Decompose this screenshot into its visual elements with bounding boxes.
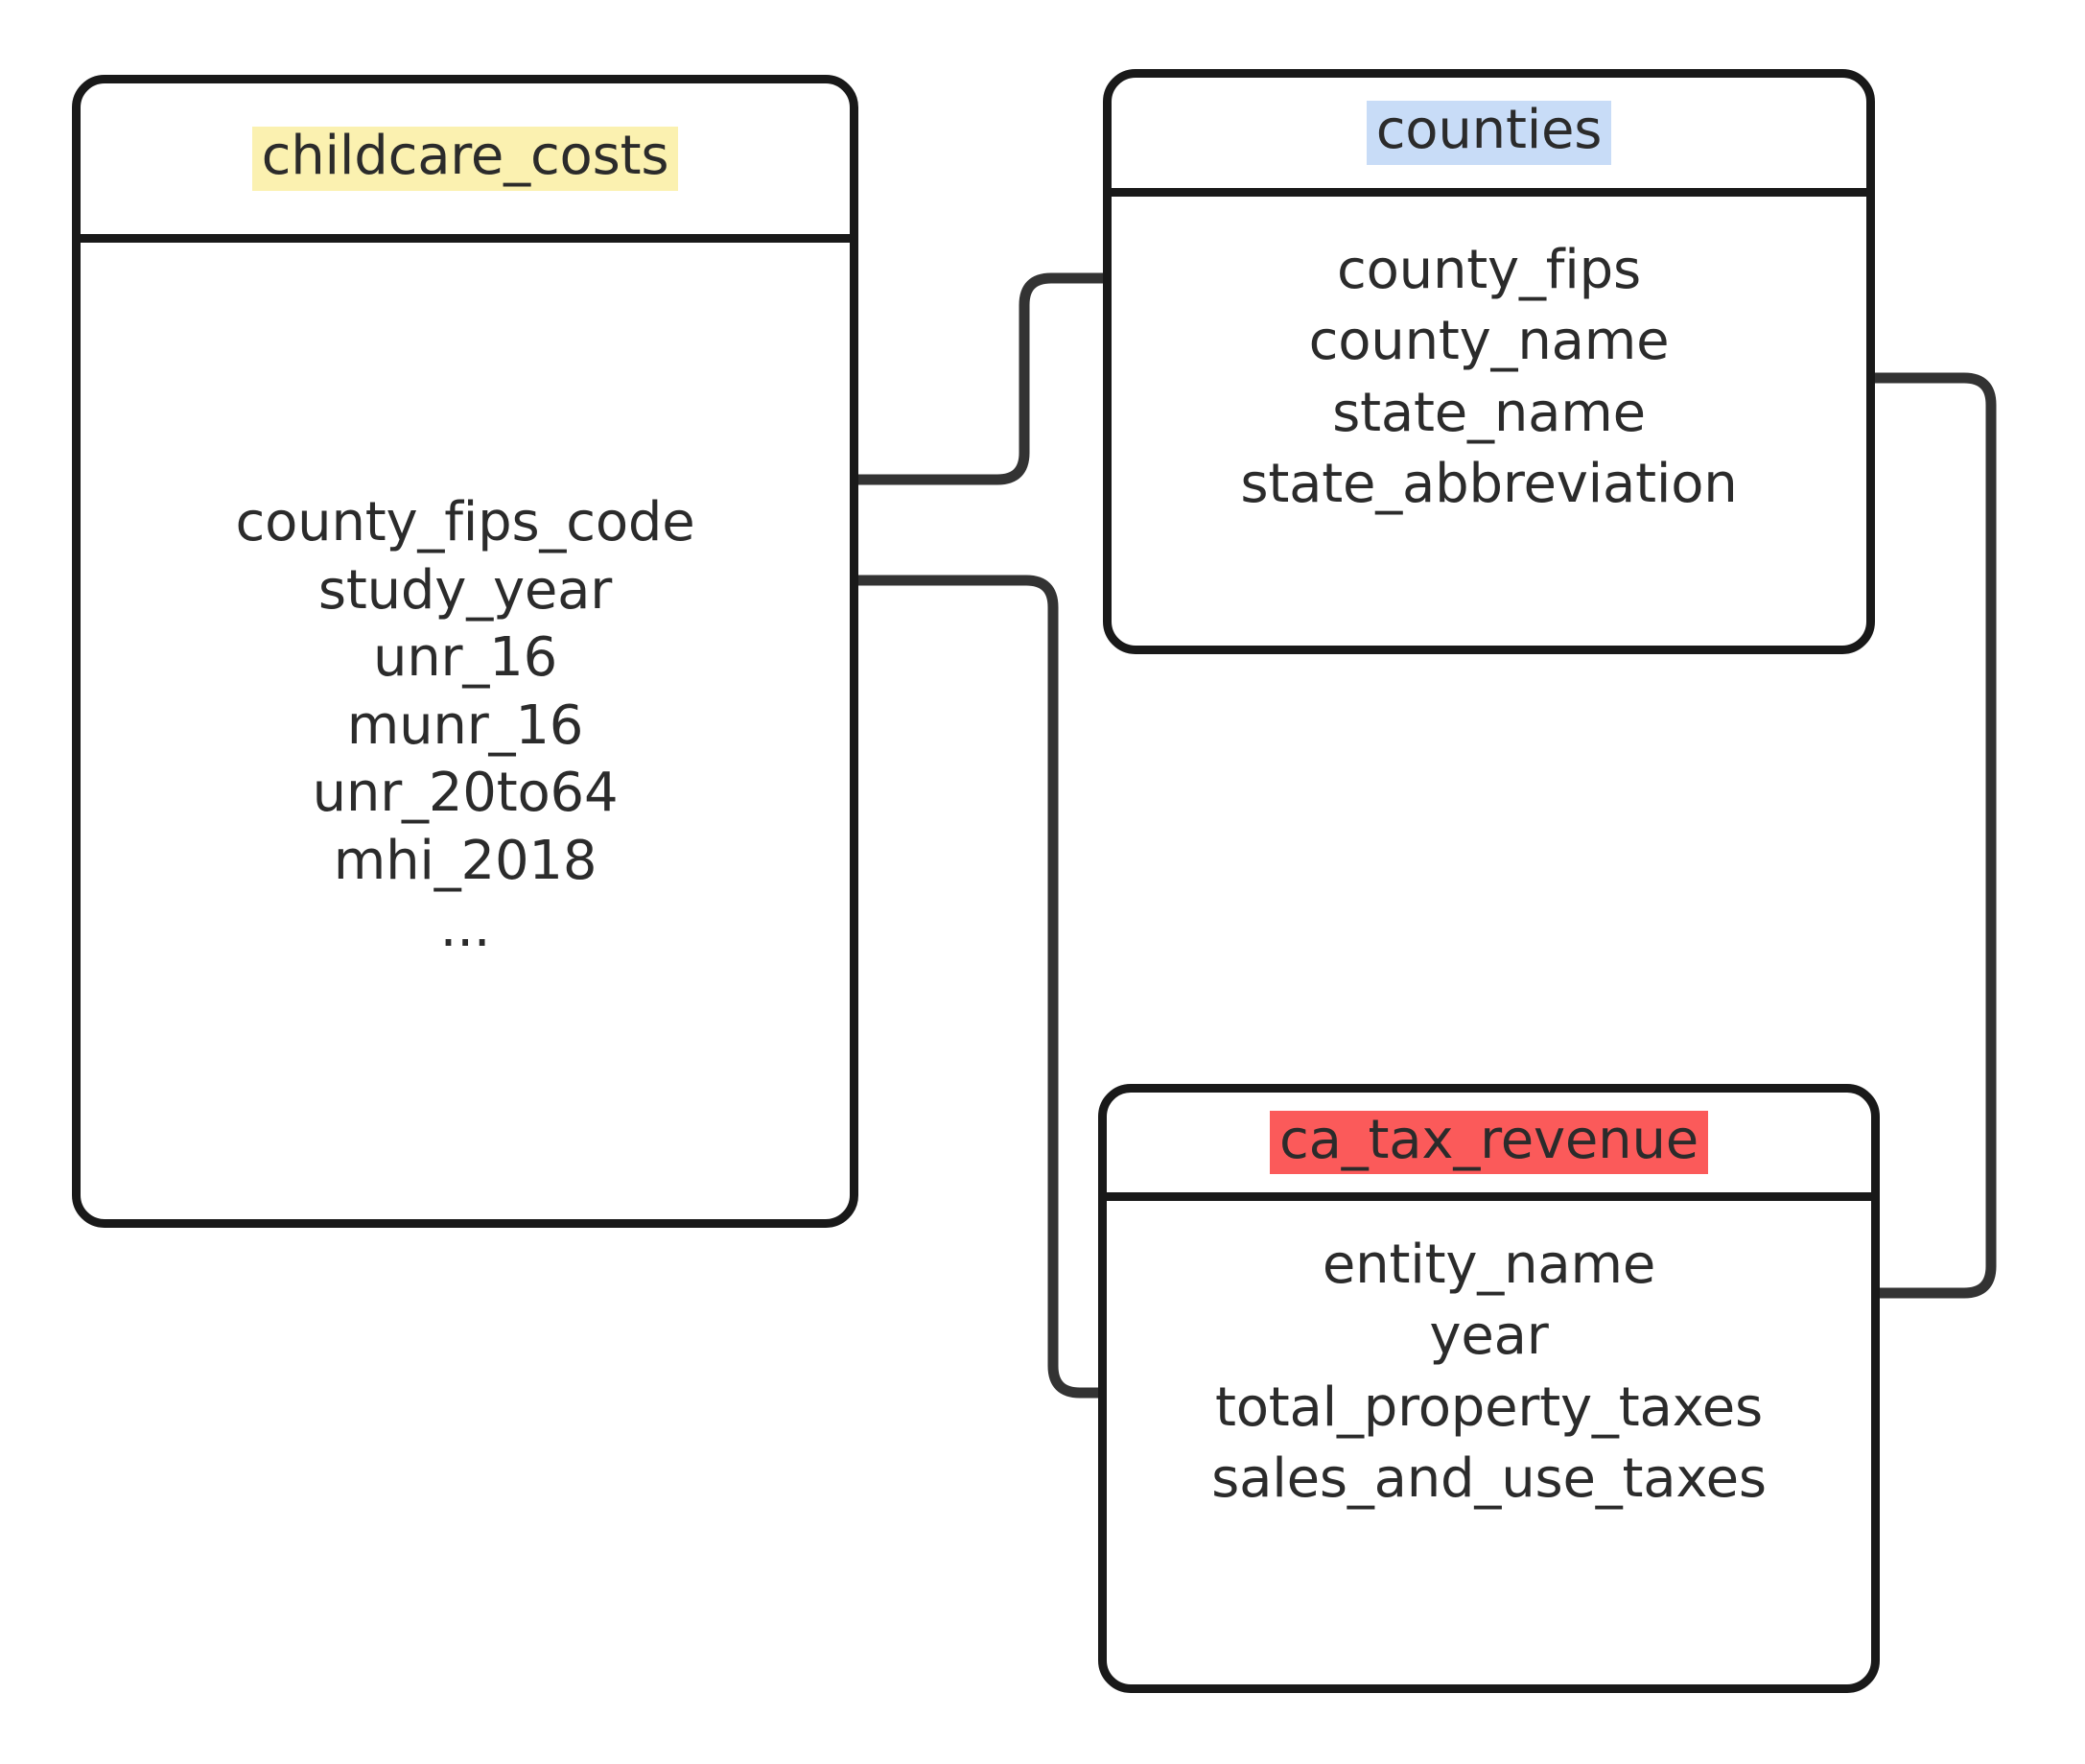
field-county-name[interactable]: county_name [1308, 310, 1670, 373]
field-state-name[interactable]: state_name [1332, 381, 1646, 444]
entity-box-ca-tax-revenue[interactable]: ca_tax_revenue entity_name year total_pr… [1098, 1084, 1880, 1693]
field-county-fips[interactable]: county_fips [1337, 239, 1641, 301]
entity-header-ca-tax-revenue: ca_tax_revenue [1107, 1093, 1871, 1201]
entity-header-childcare-costs: childcare_costs [81, 83, 850, 243]
entity-fields-ca-tax-revenue: entity_name year total_property_taxes sa… [1107, 1201, 1871, 1684]
connector-year-join [662, 575, 1366, 1437]
entity-header-counties: counties [1112, 78, 1866, 197]
field-year[interactable]: year [1429, 1305, 1549, 1368]
entity-fields-childcare-costs: county_fips_code study_year unr_16 munr_… [81, 243, 850, 1219]
field-state-abbreviation[interactable]: state_abbreviation [1240, 453, 1738, 516]
entity-box-counties[interactable]: counties county_fips county_name state_n… [1103, 69, 1875, 654]
entity-title-ca-tax-revenue: ca_tax_revenue [1270, 1110, 1708, 1175]
connector-name-join [1712, 372, 1997, 1337]
field-total-property-taxes[interactable]: total_property_taxes [1214, 1376, 1764, 1439]
field-unr-20to64[interactable]: unr_20to64 [312, 762, 619, 825]
field-munr-16[interactable]: munr_16 [346, 694, 584, 757]
entity-title-counties: counties [1366, 101, 1612, 165]
connector-fips-join [767, 234, 1270, 485]
field-mhi-2018[interactable]: mhi_2018 [333, 829, 597, 892]
entity-fields-counties: county_fips county_name state_name state… [1112, 197, 1866, 646]
field-unr-16[interactable]: unr_16 [372, 626, 558, 690]
entity-box-childcare-costs[interactable]: childcare_costs county_fips_code study_y… [72, 75, 858, 1228]
field-sales-and-use-taxes[interactable]: sales_and_use_taxes [1211, 1447, 1767, 1511]
field-county-fips-code[interactable]: county_fips_code [235, 491, 695, 554]
field-entity-name[interactable]: entity_name [1322, 1234, 1656, 1296]
entity-title-childcare-costs: childcare_costs [251, 127, 679, 191]
field-ellipsis: ... [439, 897, 491, 960]
field-study-year[interactable]: study_year [317, 558, 613, 622]
